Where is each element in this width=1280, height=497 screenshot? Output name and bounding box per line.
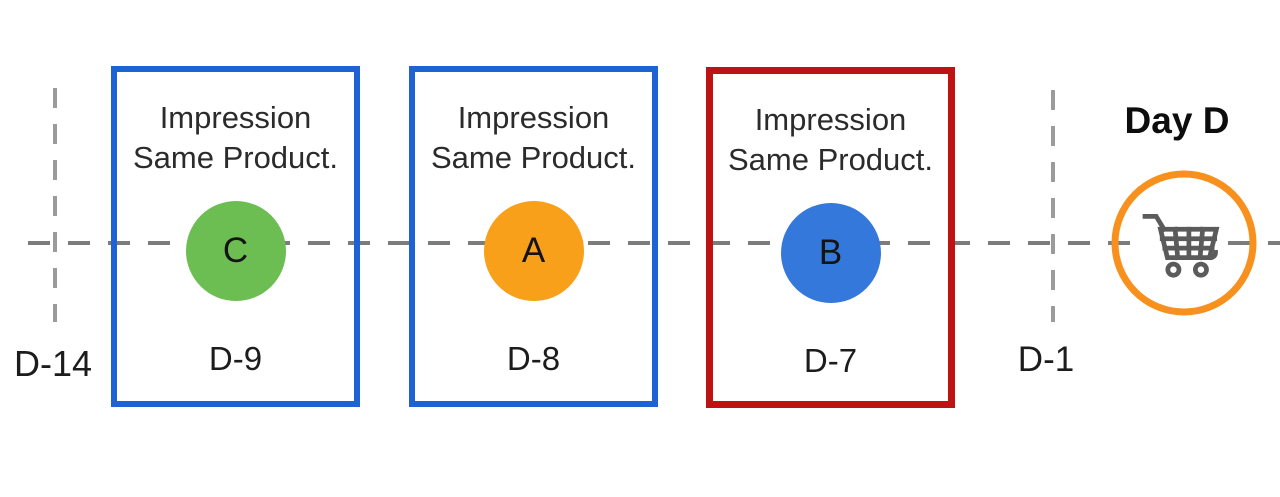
event-title: Impression Same Product. xyxy=(713,100,948,180)
impression-event-box-c: Impression Same Product. C D-9 xyxy=(111,66,360,407)
timeline-end-label: D-1 xyxy=(1017,340,1075,379)
d1-marker-line xyxy=(1051,90,1055,322)
d14-marker-line xyxy=(53,88,57,322)
timeline-start-label: D-14 xyxy=(13,343,93,384)
event-title-line2: Same Product. xyxy=(132,140,339,175)
event-date: D-8 xyxy=(506,340,561,377)
product-letter: B xyxy=(818,233,843,272)
purchase-ring xyxy=(1111,170,1257,316)
event-title-line1: Impression xyxy=(754,102,907,137)
impression-event-box-b: Impression Same Product. B D-7 xyxy=(706,67,955,408)
event-date: D-9 xyxy=(208,340,263,377)
event-title: Impression Same Product. xyxy=(117,98,354,178)
day-d-label: Day D xyxy=(1124,100,1230,141)
product-circle-b: B xyxy=(780,203,881,303)
impression-event-box-a: Impression Same Product. A D-8 xyxy=(409,66,658,407)
product-circle-c: C xyxy=(185,201,286,301)
event-title: Impression Same Product. xyxy=(415,98,652,178)
event-title-line1: Impression xyxy=(159,100,312,135)
event-title-line1: Impression xyxy=(457,100,610,135)
event-title-line2: Same Product. xyxy=(430,140,637,175)
product-circle-a: A xyxy=(483,201,584,301)
product-letter: C xyxy=(222,231,249,270)
event-title-line2: Same Product. xyxy=(727,142,934,177)
product-letter: A xyxy=(521,231,546,270)
event-date: D-7 xyxy=(803,342,858,379)
shopping-cart-icon xyxy=(1142,213,1220,278)
